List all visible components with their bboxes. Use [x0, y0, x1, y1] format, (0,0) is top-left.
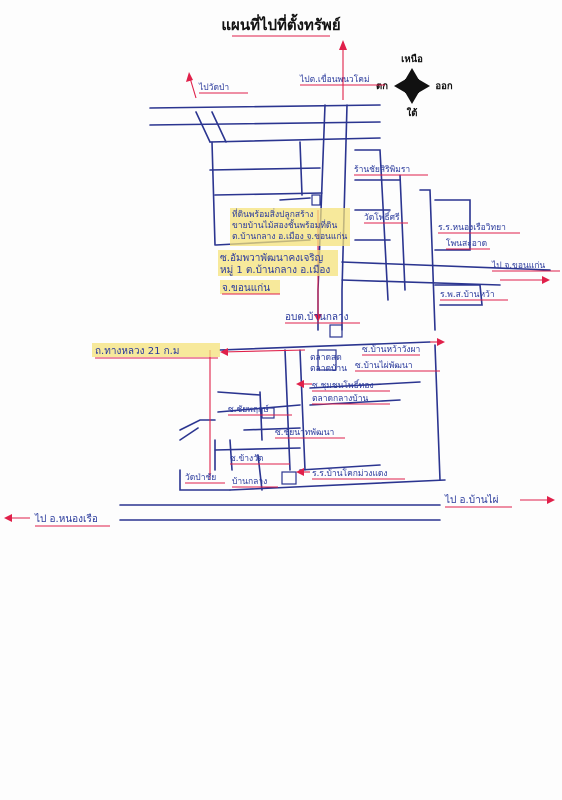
map-title: แผนที่ไปที่ตั้งทรัพย์: [221, 13, 340, 34]
road-network: [119, 104, 551, 521]
label-wat-chai: วัดป่าชัย: [185, 473, 216, 483]
label-chaiyapruek: ซ.ชัยพฤกษ์: [228, 404, 269, 415]
label-market: ตลาดสด: [310, 353, 342, 363]
label-village-2: หมู่ 1 ต.บ้านกลาง อ.เมือง: [220, 264, 330, 276]
label-ban-klang: บ้านกลาง: [232, 476, 267, 487]
label-nongkhai-school: ร.ร.หนองเรือวิทยา: [438, 222, 506, 233]
compass-east: ออก: [435, 81, 452, 92]
compass-north: เหนือ: [401, 53, 423, 65]
label-to-khon-kaen: ไป จ.ขอนแก่น: [491, 260, 545, 271]
label-property-2: ขายบ้านไม้สองชั้นพร้อมที่ดิน: [232, 219, 337, 231]
label-highway-21: ถ.ทางหลวง 21 ก.ม: [95, 346, 179, 357]
label-pho-klang: โพนสะอาด: [446, 238, 487, 249]
label-to-wat-pa: ไปวัดป่า: [198, 82, 229, 93]
label-village-1: ซ.อัมพวาพัฒนาคงเจริญ: [220, 253, 323, 264]
label-soi-sukhothai: ซ.ชุมชนโพธิ์ทอง: [312, 379, 374, 391]
label-klang-market: ตลาดกลางบ้าน: [312, 393, 368, 404]
label-soi-yai: ซ.ชัยนาทพัฒนา: [275, 428, 334, 438]
label-market-2: ตลาดบ้าน: [310, 363, 347, 374]
compass-icon: [394, 68, 430, 104]
label-soi-lang: ซ.ข้างวัด: [230, 453, 264, 464]
label-soi-ban-wang-2: ซ.บ้านไผ่พัฒนา: [355, 360, 413, 371]
label-to-phon-phrao: ไปต.เขื่อนพนวโคม่: [299, 73, 370, 85]
label-tambon-office: อบต.บ้านกลาง: [285, 311, 349, 323]
compass-south: ใต้: [407, 107, 418, 119]
label-rp-hospital: ร.พ.ส.บ้านหว้า: [440, 289, 495, 300]
label-property-1: ที่ดินพร้อมสิ่งปลูกสร้าง: [232, 208, 314, 220]
label-province: จ.ขอนแก่น: [222, 283, 270, 294]
label-property-3: ต.บ้านกลาง อ.เมือง จ.ขอนแก่น: [232, 231, 347, 242]
label-water-plant: ร.ร.บ้านโคกม่วงแดง: [312, 468, 388, 479]
label-wat-pho-si: วัดโพธิ์ศรี: [364, 211, 400, 223]
label-to-ban-phai: ไป อ.บ้านไผ่: [444, 494, 499, 506]
label-chaisiri-shop: ร้านชัยสิริพิมรา: [354, 164, 410, 175]
label-soi-ban-wang: ซ.บ้านหว้าวังผา: [362, 344, 420, 355]
label-to-nong-rua: ไป อ.หนองเรือ: [34, 513, 98, 525]
compass-west: ตก: [376, 81, 388, 92]
